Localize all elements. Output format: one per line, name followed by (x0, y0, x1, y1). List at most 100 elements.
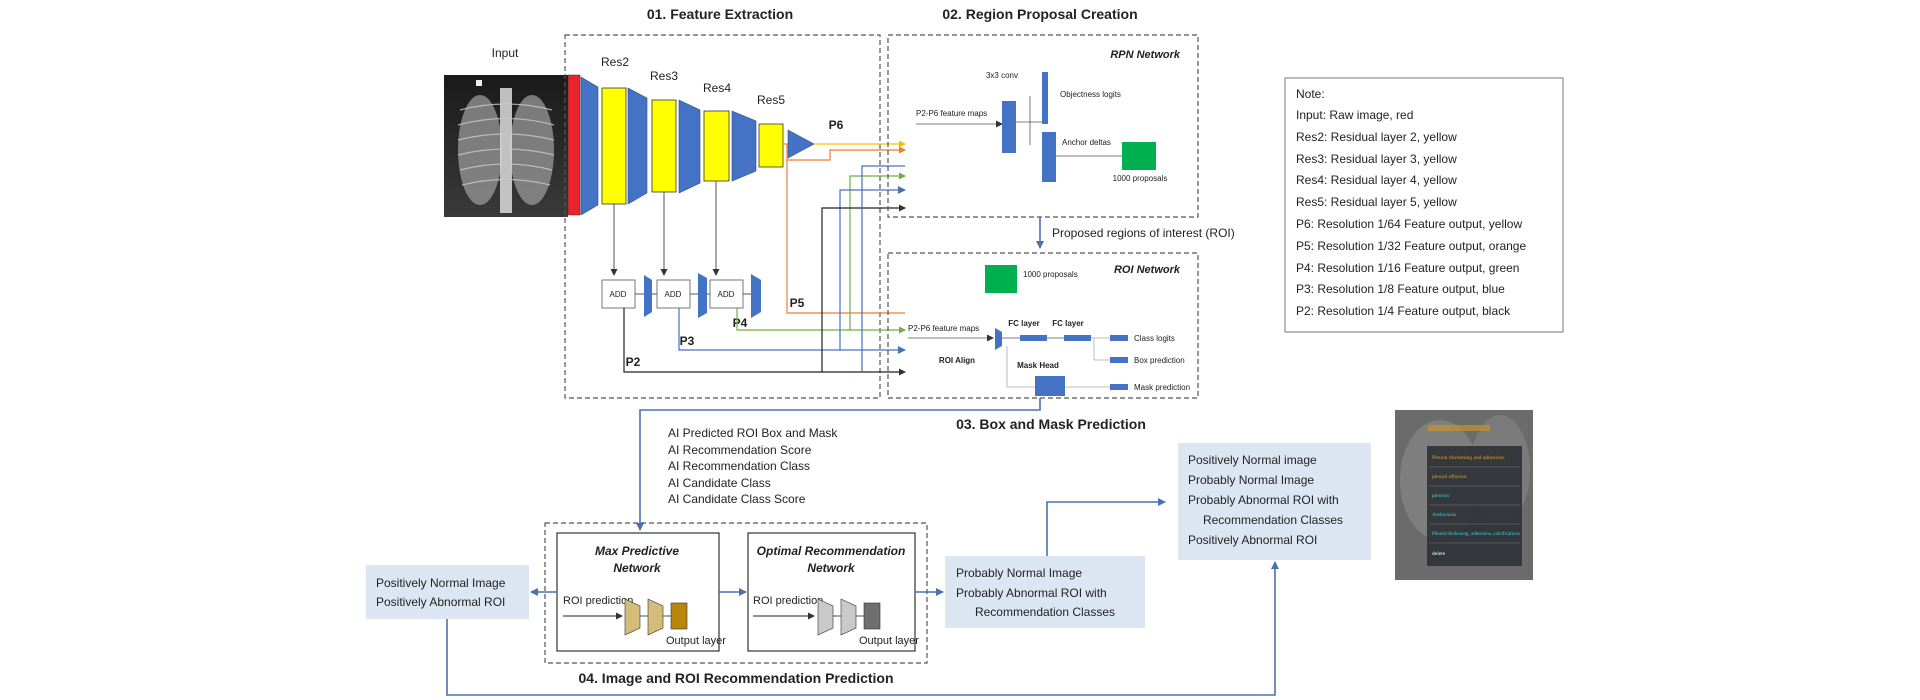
feature-extraction-box (564, 34, 881, 399)
max-predictive-network-box (556, 532, 720, 652)
roi-proposals-label: 1000 proposals (1023, 270, 1078, 279)
optimal-recommendation-network-box (747, 532, 916, 652)
add-box-3 (709, 279, 744, 309)
flow-bottom-loop (446, 561, 1279, 696)
note-box (1284, 77, 1564, 333)
rpn-anchor-label: Anchor deltas (1062, 138, 1111, 147)
ai-output-line: AI Recommendation Score (668, 443, 812, 457)
add-box-2 (656, 279, 691, 309)
ai-output-line: AI Candidate Class Score (668, 492, 806, 506)
mask-head-block (1035, 376, 1065, 396)
right-result-line: Positively Abnormal ROI (1188, 533, 1317, 547)
p5-label: P5 (790, 296, 805, 310)
roi-align-block (995, 328, 1002, 350)
roi-label: Proposed regions of interest (ROI) (1052, 226, 1235, 240)
encoder-block-2 (627, 87, 648, 205)
roi-fc2-label: FC layer (1052, 319, 1084, 328)
feature-output-lines (623, 140, 906, 376)
left-result-box (366, 565, 529, 619)
box-prediction-block (1110, 357, 1128, 363)
panel-item: Atelectasis (1432, 512, 1456, 518)
roi-proposals-block (985, 265, 1017, 293)
lateral-connections (610, 181, 720, 276)
roi-feature-maps-label: P2-P6 feature maps (908, 324, 979, 333)
p2-label: P2 (626, 355, 641, 369)
section-image-roi: 04. Image and ROI Recommendation Predict… (578, 670, 893, 686)
right-result-line: Probably Normal Image (1188, 473, 1314, 487)
res2-block (601, 87, 627, 205)
right-result-line: Recommendation Classes (1203, 513, 1343, 527)
note-line: Input: Raw image, red (1296, 108, 1413, 122)
panel-separators (1429, 466, 1520, 544)
encoder-block-1 (580, 76, 599, 216)
max-net-title-2: Network (613, 561, 662, 575)
roi-fc1-block (1020, 335, 1047, 341)
res3-label: Res3 (650, 69, 678, 83)
rpn-anchor-block (1042, 132, 1056, 182)
roi-align-label: ROI Align (939, 356, 975, 365)
res5-block (758, 123, 784, 168)
class-logits-block (1110, 335, 1128, 341)
input-xray-image (444, 75, 568, 217)
note-line: Res4: Residual layer 4, yellow (1296, 173, 1457, 187)
note-line: P2: Resolution 1/4 Feature output, black (1296, 304, 1511, 318)
rpn-conv-label: 3x3 conv (986, 71, 1018, 80)
ai-output-line: AI Candidate Class (668, 476, 771, 490)
note-line: P5: Resolution 1/32 Feature output, oran… (1296, 239, 1526, 253)
roi-network-box (887, 252, 1199, 399)
res2-label: Res2 (601, 55, 629, 69)
decoder-block-3 (751, 274, 761, 318)
roi-head-branches (1006, 337, 1110, 388)
rpn-proposals-label: 1000 proposals (1113, 174, 1168, 183)
res5-label: Res5 (757, 93, 785, 107)
input-label: Input (492, 46, 519, 60)
opt-net-layer-1 (817, 598, 834, 636)
section-region-proposal: 02. Region Proposal Creation (942, 6, 1137, 22)
mask-head-label: Mask Head (1017, 361, 1059, 370)
right-result-line: Positively Normal image (1188, 453, 1317, 467)
add-label-1: ADD (610, 290, 627, 299)
max-net-roi-label: ROI prediction (563, 595, 633, 607)
rpn-title: RPN Network (1110, 49, 1181, 61)
encoder-block-4 (731, 110, 757, 182)
opt-net-output-block (863, 602, 881, 630)
max-net-title-1: Max Predictive (595, 544, 679, 558)
panel-item: pleural effusion (1432, 473, 1467, 480)
max-net-layer-2 (647, 598, 664, 636)
note-line: Res5: Residual layer 5, yellow (1296, 195, 1457, 209)
max-net-layer-1 (624, 598, 641, 636)
rpn-objectness-block (1042, 72, 1048, 124)
box-prediction-label: Box prediction (1134, 356, 1185, 365)
ai-outputs-list: AI Predicted ROI Box and Mask AI Recomme… (668, 426, 838, 506)
opt-net-roi-label: ROI prediction (753, 595, 823, 607)
right-result-box (1178, 443, 1371, 560)
note-line: P3: Resolution 1/8 Feature output, blue (1296, 282, 1505, 296)
p3-label: P3 (680, 334, 695, 348)
decoder-block-1 (644, 275, 652, 317)
max-net-output-block (670, 602, 688, 630)
left-result-line: Positively Abnormal ROI (376, 595, 505, 609)
class-logits-label: Class logits (1134, 334, 1175, 343)
opt-net-layer-2 (840, 598, 857, 636)
res4-label: Res4 (703, 81, 731, 95)
roi-fc2-block (1064, 335, 1091, 341)
opt-net-title-1: Optimal Recommendation (757, 544, 906, 558)
mask-prediction-label: Mask prediction (1134, 383, 1190, 392)
section-feature-extraction: 01. Feature Extraction (647, 6, 793, 22)
rpn-proposals-block (1122, 142, 1156, 170)
note-line: Res2: Residual layer 2, yellow (1296, 130, 1457, 144)
p6-label: P6 (829, 118, 844, 132)
mid-result-line: Probably Normal Image (956, 566, 1082, 580)
flow-roi-to-mpn (636, 398, 1041, 531)
add-label-2: ADD (665, 290, 682, 299)
panel-menu (1427, 446, 1522, 566)
input-layer-red (567, 74, 581, 216)
add-label-3: ADD (718, 290, 735, 299)
rpn-feature-maps-label: P2-P6 feature maps (916, 109, 987, 118)
panel-item: Pleural thickening and adhesions (1432, 455, 1505, 461)
ai-output-line: AI Predicted ROI Box and Mask (668, 426, 838, 440)
mask-prediction-block (1110, 384, 1128, 390)
panel-item: Pleural thickening, adhesions, calcifica… (1432, 532, 1520, 537)
encoder-block-3 (678, 99, 701, 194)
